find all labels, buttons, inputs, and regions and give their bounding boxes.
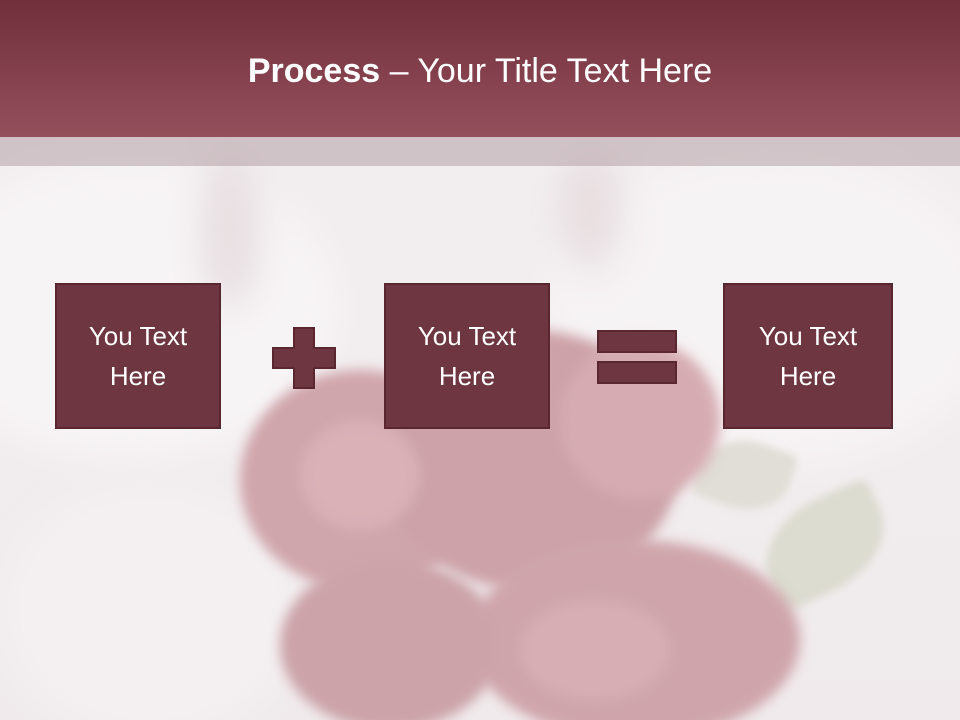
process-box-3: You Text Here — [723, 283, 893, 429]
title-subband — [0, 137, 960, 166]
plus-icon — [272, 327, 336, 389]
equals-icon — [597, 330, 677, 384]
title-rest: – Your Title Text Here — [380, 52, 713, 90]
process-box-1-text: You Text Here — [88, 321, 188, 391]
title-bold: Process — [247, 52, 381, 90]
process-box-1: You Text Here — [55, 283, 221, 429]
process-box-3-text: You Text Here — [758, 321, 858, 391]
title-bar — [0, 0, 960, 137]
slide-title: Process – Your Title Text Here — [0, 52, 960, 91]
process-box-2-text: You Text Here — [417, 321, 517, 391]
process-box-2: You Text Here — [384, 283, 550, 429]
